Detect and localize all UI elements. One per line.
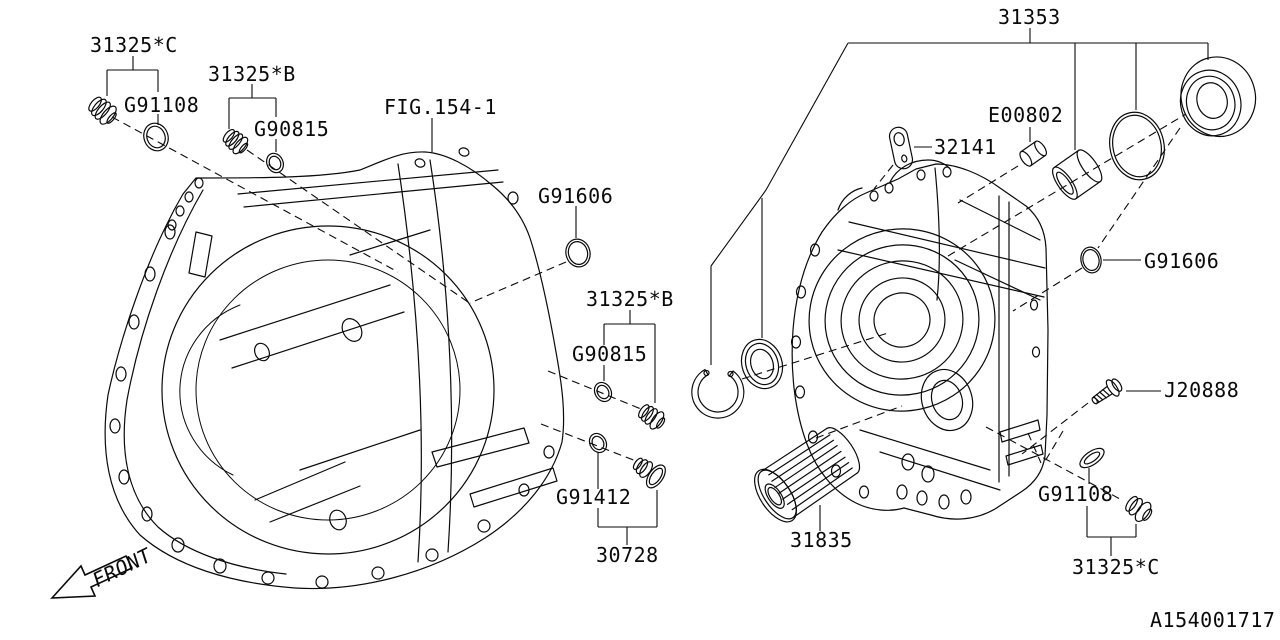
bolt-31325b-mid xyxy=(638,404,666,430)
leader-lines xyxy=(106,28,1209,556)
label-j20888: J20888 xyxy=(1164,378,1239,402)
label-32141: 32141 xyxy=(934,135,997,159)
front-direction-indicator: FRONT xyxy=(50,542,154,599)
transmission-case-left xyxy=(104,147,565,590)
right-case-bore xyxy=(808,228,996,412)
oil-filter-31835 xyxy=(754,427,861,523)
plug-31325b-top xyxy=(222,128,249,155)
label-fig-ref: FIG.154-1 xyxy=(384,95,497,119)
front-arrow-icon xyxy=(50,554,134,599)
label-31353: 31353 xyxy=(998,5,1061,29)
label-30728: 30728 xyxy=(596,543,659,567)
oil-seal xyxy=(740,338,784,390)
plate-32141 xyxy=(888,126,914,170)
drawing-number: A154001717 xyxy=(1150,608,1275,632)
plug-30728 xyxy=(632,457,666,489)
washer-g91108-bottom xyxy=(1079,447,1105,469)
washer-g90815-top xyxy=(266,152,284,174)
projection-lines xyxy=(111,113,1187,500)
right-case-flange-holes xyxy=(790,166,1041,510)
oring-31353 xyxy=(1109,111,1165,181)
label-g90815-mid: G90815 xyxy=(572,342,647,366)
front-label: FRONT xyxy=(90,542,154,592)
label-g91606-left: G91606 xyxy=(538,184,613,208)
oring-g91606-left xyxy=(565,238,591,268)
pin-e00802 xyxy=(1019,140,1048,167)
label-31835: 31835 xyxy=(790,528,853,552)
left-case-flange-holes xyxy=(109,224,555,589)
plug-31325c-top xyxy=(88,96,117,125)
washer-g91108-top xyxy=(143,122,169,152)
label-g91108-bottom: G91108 xyxy=(1038,482,1113,506)
ball-bearing xyxy=(1179,56,1257,138)
label-31325b-top: 31325*B xyxy=(208,62,296,86)
label-g90815-top: G90815 xyxy=(254,117,329,141)
plug-31325c-bottom xyxy=(1125,495,1153,523)
bolt-j20888 xyxy=(1091,378,1123,405)
part-number-labels: 31325*C G91108 31325*B G90815 FIG.154-1 … xyxy=(90,5,1275,632)
washer-g90815-mid xyxy=(593,381,613,403)
label-g91412: G91412 xyxy=(556,485,631,509)
label-g91606-right: G91606 xyxy=(1144,249,1219,273)
label-31325c-bottom: 31325*C xyxy=(1072,555,1160,579)
transmission-case-right xyxy=(790,159,1049,520)
label-31325b-mid: 31325*B xyxy=(586,287,674,311)
oring-g91606-right xyxy=(1080,246,1102,274)
bushing-sleeve xyxy=(1051,149,1103,200)
label-31325c-top: 31325*C xyxy=(90,33,178,57)
label-g91108-top: G91108 xyxy=(124,93,199,117)
label-e00802: E00802 xyxy=(988,103,1063,127)
snap-ring xyxy=(691,368,745,419)
washer-g91412 xyxy=(588,432,608,454)
